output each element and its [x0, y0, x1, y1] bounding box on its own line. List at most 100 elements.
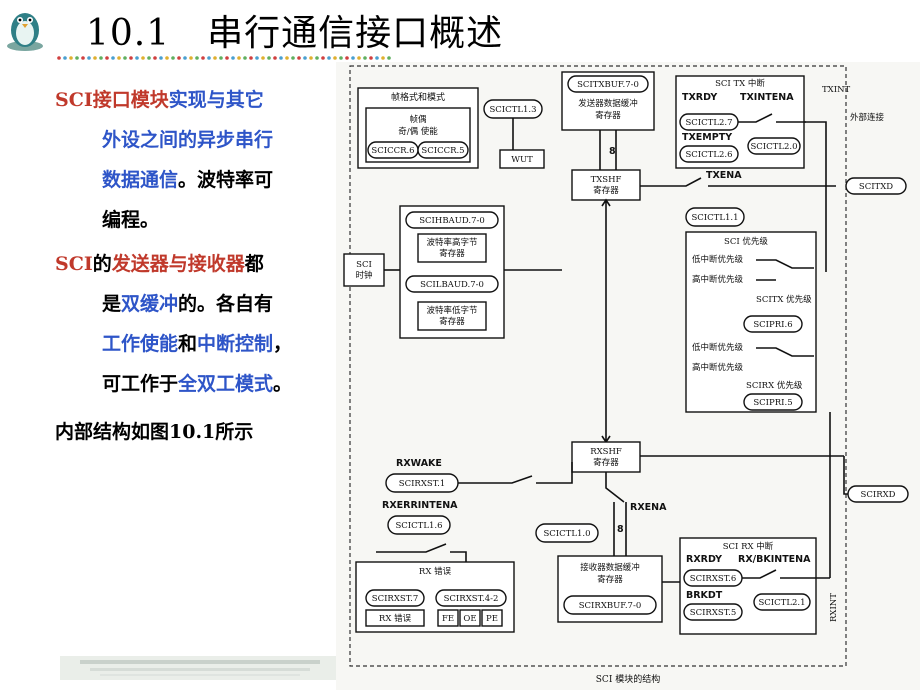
mode-box-title: 帧格式和模式 [391, 91, 445, 103]
scipri6-reg [743, 315, 803, 333]
text-line-0-3: 编程。 [102, 200, 159, 240]
text-segment: 外设之间的异步串行 [102, 129, 274, 151]
text-line-1-3: 可工作于全双工模式。 [102, 364, 292, 404]
rx-bus-width: 8 [617, 524, 624, 535]
scictl26-reg [679, 145, 739, 163]
rx-int-title: SCI RX 中断 [723, 541, 774, 552]
title-underline-dots [57, 56, 391, 60]
sci-clock-box [343, 253, 385, 287]
priority-high-label: 高中断优先级 [692, 274, 744, 285]
text-segment: 是 [102, 293, 122, 315]
text-line-1-1: 是双缓冲的。各自有 [102, 284, 273, 324]
scirxd-label: SCIRXD [861, 490, 896, 500]
brkdt-label: BRKDT [686, 590, 723, 601]
text-segment: 的。各自有 [178, 293, 274, 315]
txempty-label: TXEMPTY [682, 132, 732, 143]
text-line-0-0: SCI接口模块实现与其它 [55, 80, 264, 120]
rx-error-title: RX 错误 [419, 566, 452, 577]
scictl27-label: SCICTL2.7 [685, 118, 732, 128]
diagram-caption: SCI 模块的结构 [596, 673, 660, 685]
scirxst7-label: SCIRXST.7 [372, 594, 419, 604]
baud-high-name: 波特率高字节寄存器 [426, 237, 478, 259]
txshf-box [571, 169, 641, 201]
sci-structure-diagram: 帧格式和模式 帧偶 奇/偶 使能 SCICCR.6 SCICCR.5 SCICT… [336, 62, 920, 690]
rxshf-box [571, 441, 641, 473]
text-segment: 发送器与接收器 [111, 253, 245, 275]
text-segment: 。 [273, 373, 293, 395]
txintena-label: TXINTENA [740, 92, 794, 103]
fe-box [437, 609, 459, 627]
text-segment: 可工作于 [102, 373, 179, 395]
penguin-logo-icon [2, 2, 48, 54]
scitxd-pin [845, 177, 907, 195]
scictl11-reg [685, 207, 745, 227]
text-segment: 。波特率可 [178, 169, 274, 191]
rxena-label: RXENA [630, 502, 667, 513]
text-segment: 中断控制 [197, 333, 274, 355]
mode-sub2: 奇/偶 使能 [398, 126, 438, 137]
text-line-0-2: 数据通信。波特率可 [102, 160, 273, 200]
scitxd-label: SCITXD [859, 182, 893, 192]
scipri5-reg [743, 393, 803, 411]
scirxst5-label: SCIRXST.5 [690, 608, 737, 618]
rx-buffer-name: 接收器数据缓冲寄存器 [580, 562, 640, 585]
text-segment: 编程。 [102, 209, 160, 231]
scictl26-label: SCICTL2.6 [685, 150, 732, 160]
scirxbuf-label: SCIRXBUF.7-0 [579, 601, 642, 611]
priority-tx-title: SCITX 优先级 [756, 294, 812, 305]
tx-int-title: SCI TX 中断 [715, 78, 765, 89]
scictl10-label: SCICTL1.0 [543, 529, 590, 539]
text-segment: 内部结构如图10.1所示 [55, 421, 254, 443]
text-segment: 实现与其它 [168, 89, 264, 111]
scirxst42-reg [435, 589, 507, 607]
text-segment: 双缓冲 [121, 293, 179, 315]
baud-high-reg-box [417, 233, 487, 263]
text-segment: 和 [178, 333, 198, 355]
scictl10-reg [535, 523, 599, 543]
oe-label: OE [463, 614, 476, 624]
text-segment: 工作使能 [102, 333, 179, 355]
rxint-label: RXINT [829, 593, 839, 622]
sciccr6-label: SCICCR.6 [371, 146, 414, 156]
sciccr5-label: SCICCR.5 [421, 146, 464, 156]
scipri6-label: SCIPRI.6 [753, 320, 792, 330]
text-line-1-0: SCI的发送器与接收器都 [55, 244, 264, 284]
scihbaud-reg [405, 211, 499, 229]
oe-box [459, 609, 481, 627]
wut-label: WUT [511, 155, 533, 165]
scictl21-label: SCICTL2.1 [758, 598, 805, 608]
scictl20-reg [747, 137, 801, 155]
priority-low2-label: 低中断优先级 [692, 342, 744, 353]
txint-label: TXINT [822, 85, 851, 95]
scilbaud-label: SCILBAUD.7-0 [420, 280, 484, 290]
baud-low-reg-box [417, 301, 487, 331]
scictl11-label: SCICTL1.1 [691, 213, 738, 223]
rx-error-name: RX 错误 [379, 613, 412, 624]
text-line-2-0: 内部结构如图10.1所示 [55, 412, 253, 452]
txena-label: TXENA [706, 170, 742, 181]
scictl13-label: SCICTL1.3 [489, 105, 536, 115]
external-conn-label: 外部连接 [850, 112, 885, 123]
pe-box [481, 609, 503, 627]
rxerrintena-label: RXERRINTENA [382, 500, 458, 511]
scitxbuf-reg [567, 75, 649, 93]
text-segment: SCI [55, 89, 93, 111]
scilbaud-reg [405, 275, 499, 293]
text-segment: 接口模块 [92, 89, 169, 111]
fe-label: FE [442, 614, 454, 624]
sciccr5-reg [417, 141, 469, 159]
priority-high2-label: 高中断优先级 [692, 362, 744, 373]
text-line-1-2: 工作使能和中断控制， [102, 324, 292, 364]
scirxbuf-reg [563, 595, 657, 615]
wut-box [499, 149, 545, 169]
page-title: 10.1 串行通信接口概述 [86, 13, 504, 54]
tx-buffer-name: 发送器数据缓冲寄存器 [578, 98, 638, 121]
scictl20-label: SCICTL2.0 [750, 142, 797, 152]
tx-bus-width: 8 [609, 146, 616, 157]
baud-low-name: 波特率低字节寄存器 [426, 305, 478, 327]
rx-error-name-box [365, 609, 425, 627]
sci-module-border [349, 65, 847, 667]
